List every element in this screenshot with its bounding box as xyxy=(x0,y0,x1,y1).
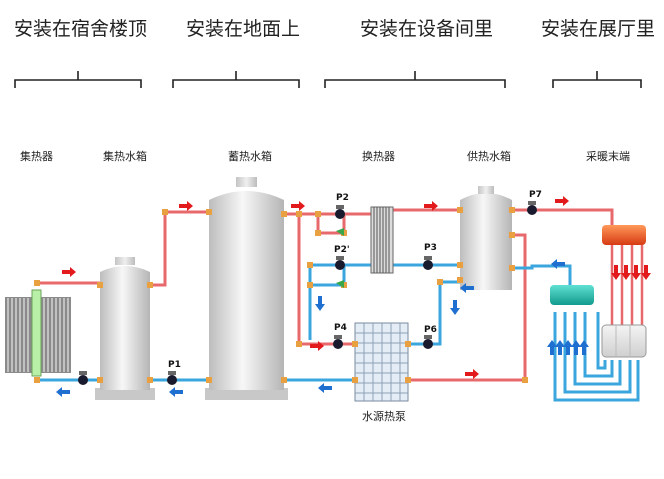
pump-p6 xyxy=(423,335,433,349)
storage-tank xyxy=(205,177,288,400)
pump-collector xyxy=(78,371,88,385)
supply-tank xyxy=(460,186,512,290)
zone-brace-rooftop xyxy=(14,71,142,88)
water-source-heat-pump xyxy=(354,322,409,402)
check-valves xyxy=(336,228,344,288)
pump-p1 xyxy=(167,371,177,385)
label-pump-p7: P7 xyxy=(529,190,542,200)
label-pump-p3: P3 xyxy=(424,243,437,253)
pump-p3 xyxy=(423,256,433,270)
label-collector-tank: 集热水箱 xyxy=(103,150,147,163)
zone-title-hall: 安装在展厅里 xyxy=(541,18,656,40)
solar-collector xyxy=(5,289,71,377)
label-pump-p2b: P2' xyxy=(334,245,350,255)
label-pump-p2: P2 xyxy=(336,193,349,203)
pump-p7 xyxy=(527,201,537,215)
flow-arrows-blue xyxy=(56,259,589,397)
terminal-hot-drops xyxy=(610,245,644,325)
heating-terminal xyxy=(550,225,647,358)
zone-brace-hall xyxy=(552,71,642,88)
collector-tank xyxy=(95,257,155,400)
zone-title-ground: 安装在地面上 xyxy=(186,18,301,40)
pump-p4 xyxy=(333,335,343,349)
zone-brace-equipment-room xyxy=(324,71,506,88)
label-heating-terminal: 采暖末端 xyxy=(586,150,630,163)
label-supply-tank: 供热水箱 xyxy=(467,150,511,163)
label-water-source-heat-pump: 水源热泵 xyxy=(362,410,406,423)
heat-exchanger xyxy=(370,206,394,274)
zone-brace-ground xyxy=(172,71,300,88)
label-pump-p6: P6 xyxy=(424,325,437,335)
pump-p2 xyxy=(335,205,345,219)
label-storage-tank: 蓄热水箱 xyxy=(228,150,272,163)
label-pump-p1: P1 xyxy=(168,360,181,370)
zone-title-rooftop: 安装在宿舍楼顶 xyxy=(14,18,148,40)
zone-title-equipment-room: 安装在设备间里 xyxy=(360,18,494,40)
label-heat-exchanger: 换热器 xyxy=(362,150,395,163)
pump-p2b xyxy=(335,256,345,270)
label-collector: 集热器 xyxy=(20,150,53,163)
label-pump-p4: P4 xyxy=(334,323,347,333)
flow-arrows-red xyxy=(62,196,651,379)
